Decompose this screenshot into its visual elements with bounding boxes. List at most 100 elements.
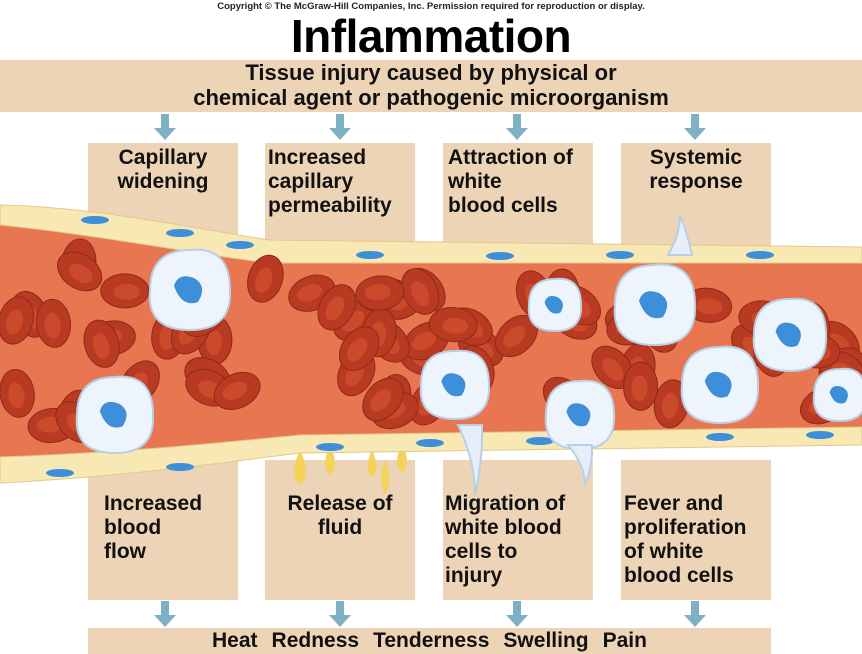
- wbc-nucleus: [639, 291, 668, 319]
- red-blood-cell: [213, 371, 261, 410]
- box-text-line: capillary: [268, 170, 354, 193]
- endothelial-nucleus: [706, 433, 734, 441]
- symptom-tenderness: Tenderness: [373, 629, 490, 652]
- symptom-swelling: Swelling: [503, 629, 589, 652]
- endothelial-nucleus: [486, 252, 514, 260]
- box-text-line: response: [649, 170, 743, 193]
- box-text-line: Fever and: [624, 492, 724, 515]
- red-blood-cell: [0, 296, 34, 345]
- cause-line-1: Tissue injury caused by physical or: [245, 60, 617, 85]
- migrating-wbc-pseudopod: [565, 444, 594, 486]
- box-text-line: Release of: [287, 492, 393, 515]
- endothelial-nucleus: [526, 437, 554, 445]
- red-blood-cell: [355, 275, 405, 311]
- box-text-line: fluid: [317, 516, 363, 539]
- wbc-nucleus: [441, 373, 466, 397]
- wbc-nucleus: [544, 296, 563, 314]
- arrow-down-icon: [154, 601, 176, 627]
- red-blood-cell: [100, 273, 150, 309]
- box-text-line: Systemic: [649, 146, 743, 169]
- box-text-line: proliferation: [624, 516, 747, 539]
- box-text-line: blood cells: [448, 194, 558, 217]
- white-blood-cell: [544, 379, 616, 451]
- box-text-line: injury: [445, 564, 503, 587]
- symptom-heat: Heat: [212, 629, 258, 652]
- endothelial-nucleus: [46, 469, 74, 477]
- page-title: Inflammation: [290, 10, 572, 62]
- red-blood-cell: [401, 268, 440, 315]
- box-text-line: Increased: [104, 492, 203, 515]
- box-text-line: Attraction of: [448, 146, 573, 169]
- box-text-line: blood cells: [624, 564, 734, 587]
- box-text-line: blood: [104, 516, 162, 539]
- endothelial-nucleus: [806, 431, 834, 439]
- wbc-nucleus: [566, 403, 591, 427]
- red-blood-cell: [247, 254, 284, 303]
- symptom-redness: Redness: [271, 629, 360, 652]
- red-blood-cell: [428, 307, 478, 343]
- wbc-nucleus: [775, 322, 801, 347]
- box-text-line: Capillary: [118, 146, 208, 169]
- endothelial-nucleus: [226, 241, 254, 249]
- endothelial-nucleus: [81, 216, 109, 224]
- wbc-nucleus: [829, 386, 848, 404]
- endothelial-nucleus: [166, 463, 194, 471]
- white-blood-cell: [148, 248, 232, 332]
- arrow-down-icon: [154, 114, 176, 140]
- arrow-down-icon: [684, 601, 706, 627]
- arrow-down-icon: [684, 114, 706, 140]
- box-text-line: cells to: [445, 540, 518, 563]
- box-text-line: Migration of: [445, 492, 566, 515]
- red-blood-cell: [623, 361, 659, 411]
- symptoms-banner: Heat Redness Tenderness Swelling Pain: [88, 628, 771, 654]
- white-blood-cell: [75, 375, 155, 455]
- arrow-down-icon: [506, 114, 528, 140]
- box-text-line: flow: [104, 540, 146, 563]
- box-text-line: white: [448, 170, 502, 193]
- red-blood-cell: [0, 368, 35, 418]
- endothelial-nucleus: [166, 229, 194, 237]
- endothelial-nucleus: [356, 251, 384, 259]
- red-blood-cell: [591, 345, 634, 390]
- white-blood-cell: [527, 277, 583, 333]
- migrating-wbc-pseudopod: [666, 214, 694, 256]
- white-blood-cell: [812, 367, 862, 423]
- symptom-pain: Pain: [602, 629, 647, 652]
- red-blood-cell: [83, 319, 120, 368]
- cause-banner: Tissue injury caused by physical or chem…: [0, 60, 862, 112]
- box-text-line: widening: [117, 170, 209, 193]
- endothelial-nucleus: [416, 439, 444, 447]
- blood-vessel-illustration: [0, 204, 862, 495]
- copyright-notice: Copyright © The McGraw-Hill Companies, I…: [217, 1, 645, 12]
- endothelial-nucleus: [316, 443, 344, 451]
- red-blood-cell: [653, 379, 690, 429]
- wbc-nucleus: [174, 276, 203, 304]
- red-blood-cell: [35, 298, 72, 348]
- vessel-wall-top: [0, 204, 862, 264]
- red-blood-cell: [317, 284, 357, 331]
- red-blood-cell: [362, 377, 404, 422]
- arrow-down-icon: [329, 601, 351, 627]
- migrating-wbc-pseudopod: [456, 424, 484, 495]
- box-text-line: white blood: [445, 516, 562, 539]
- wbc-nucleus: [99, 401, 127, 428]
- box-text-line: permeability: [268, 194, 392, 217]
- white-blood-cell: [613, 263, 697, 347]
- white-blood-cell: [419, 349, 491, 421]
- box-text-line: of white: [624, 540, 704, 563]
- box-text-line: Increased: [268, 146, 367, 169]
- arrow-down-icon: [506, 601, 528, 627]
- wbc-nucleus: [704, 371, 732, 398]
- endothelial-nucleus: [606, 251, 634, 259]
- cause-line-2: chemical agent or pathogenic microorgani…: [193, 85, 669, 110]
- white-blood-cell: [752, 297, 828, 373]
- white-blood-cell: [680, 345, 760, 425]
- red-blood-cell: [57, 251, 103, 292]
- endothelial-nucleus: [746, 251, 774, 259]
- red-blood-cell: [338, 326, 380, 371]
